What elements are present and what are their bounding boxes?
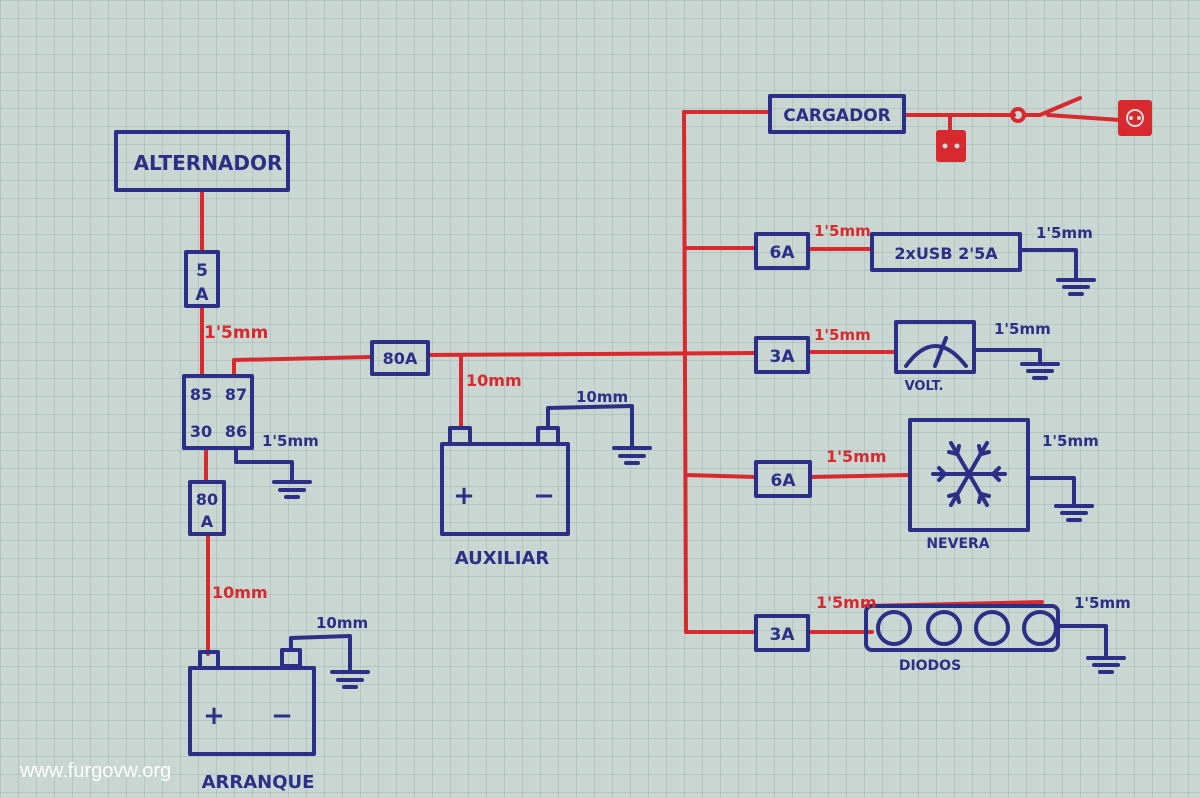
relay-pin-87: 87	[225, 385, 247, 404]
fuse-alternador-bottom-value: 80	[196, 490, 218, 509]
ground-icon-diodos	[1086, 656, 1126, 674]
outlet-left-icon	[936, 130, 966, 162]
fuse-alternador-top-unit: A	[195, 285, 209, 305]
ground-icon-usb	[1056, 278, 1096, 296]
fuse-main	[370, 340, 430, 376]
fuse-nevera-value: 6A	[771, 471, 797, 491]
ground-icon-nevera	[1054, 504, 1094, 522]
fuse-alternador-top-value: 5	[196, 261, 208, 281]
wire-label-aux-ground: 10mm	[576, 388, 628, 406]
fuse-diodos	[754, 614, 810, 652]
fuse-alternador-bottom-unit: A	[201, 512, 214, 531]
relay-pin-85: 85	[190, 385, 212, 404]
wire-label-relay-in: 1'5mm	[204, 323, 268, 343]
relay-box	[182, 374, 254, 450]
fuse-nevera	[754, 460, 812, 498]
wire-label-usb-ground: 1'5mm	[1036, 224, 1093, 242]
nevera-box	[908, 418, 1030, 532]
fuse-volt	[754, 336, 810, 374]
ground-icon-auxiliar	[612, 446, 652, 465]
outlet-right-icon	[1118, 100, 1152, 136]
wire-label-arranque-feed: 10mm	[212, 583, 268, 602]
wire-label-nevera-ground: 1'5mm	[1042, 432, 1099, 450]
relay-pin-86: 86	[225, 422, 247, 441]
relay-pin-30: 30	[190, 422, 212, 441]
fuse-diodos-value: 3A	[770, 625, 796, 645]
snowflake-icon	[931, 441, 1007, 507]
arranque-minus: −	[271, 701, 293, 731]
watermark: www.furgovw.org	[19, 760, 171, 782]
alternador-box	[114, 130, 290, 192]
nevera-label: NEVERA	[926, 536, 989, 552]
cargador-label: CARGADOR	[783, 106, 891, 126]
arranque-label: ARRANQUE	[202, 772, 315, 793]
auxiliar-label: AUXILIAR	[455, 548, 550, 569]
arranque-battery	[188, 666, 316, 756]
fuse-usb-value: 6A	[770, 243, 796, 263]
fuse-main-value: 80A	[383, 349, 418, 368]
auxiliar-minus: −	[533, 481, 555, 511]
wire-label-nevera-feed: 1'5mm	[826, 447, 887, 466]
wire-label-aux-feed: 10mm	[466, 371, 522, 390]
wire-label-relay-ground: 1'5mm	[262, 432, 319, 450]
arranque-plus: +	[203, 701, 225, 731]
alternador-label: ALTERNADOR	[134, 151, 283, 175]
voltmeter-gauge-icon	[904, 336, 968, 368]
cargador-box	[768, 94, 906, 134]
ground-icon-relay	[272, 480, 312, 499]
diodos-label: DIODOS	[899, 658, 961, 674]
wire-label-diodos-ground: 1'5mm	[1074, 594, 1131, 612]
wire-label-diodos-feed: 1'5mm	[816, 593, 877, 612]
ground-icon-volt	[1020, 362, 1060, 380]
wire-label-usb-feed: 1'5mm	[814, 222, 871, 240]
fuse-usb	[754, 232, 810, 270]
wire-label-volt-feed: 1'5mm	[814, 326, 871, 344]
wire-label-arranque-ground: 10mm	[316, 614, 368, 632]
auxiliar-plus: +	[453, 481, 475, 511]
volt-label: VOLT.	[905, 379, 944, 394]
voltmeter-box	[894, 320, 976, 374]
usb-label: 2xUSB 2'5A	[894, 244, 998, 263]
auxiliar-battery	[440, 442, 570, 536]
fuse-volt-value: 3A	[770, 347, 796, 367]
fuse-alternador-bottom	[188, 480, 226, 536]
ground-icon-arranque	[330, 670, 370, 689]
fuse-alternador-top	[184, 250, 220, 308]
led-bulbs-icon	[876, 610, 1058, 646]
red-wiring	[200, 96, 1152, 656]
wire-label-volt-ground: 1'5mm	[994, 320, 1051, 338]
